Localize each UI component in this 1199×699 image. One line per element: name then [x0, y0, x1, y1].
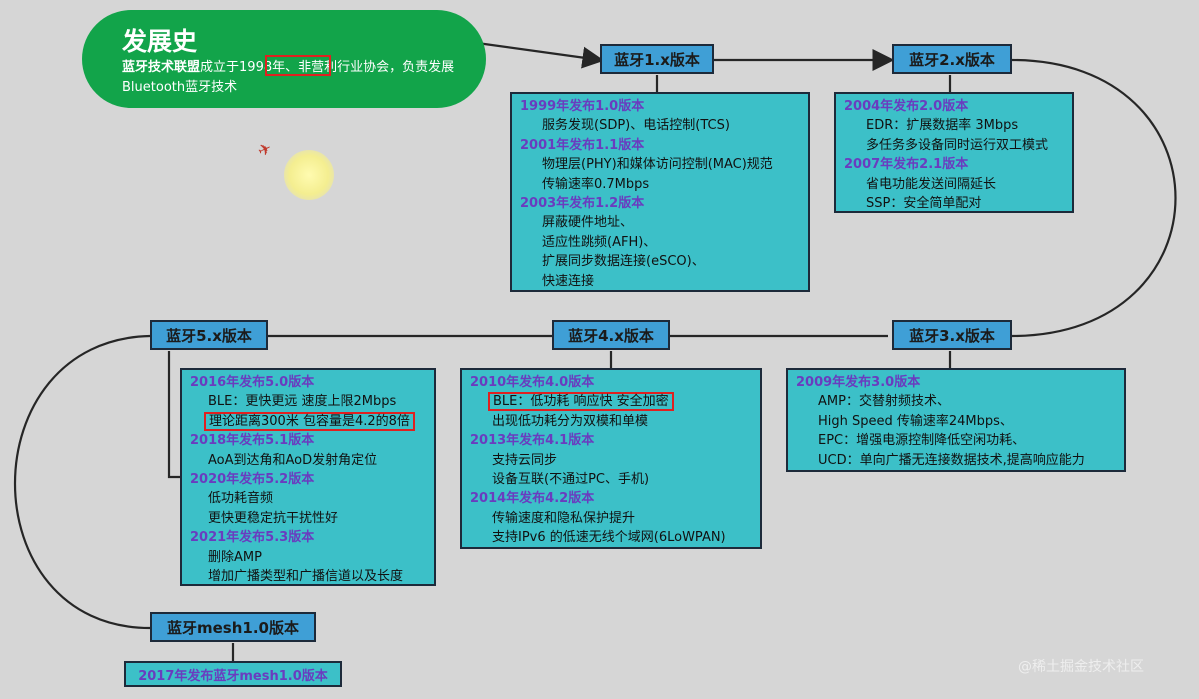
release-title: 2001年发布1.1版本 — [520, 137, 645, 153]
version-button-v2: 蓝牙2.x版本 — [892, 44, 1012, 74]
watermark: @稀土掘金技术社区 — [1018, 659, 1144, 675]
org-description: 、非营利行业协会，负责发展Bluetooth蓝牙技术 — [122, 60, 455, 95]
release-item: 低功耗音频 — [208, 491, 274, 507]
mesh-details: 2017年发布蓝牙mesh1.0版本 — [124, 661, 342, 687]
version-button-v1: 蓝牙1.x版本 — [600, 44, 714, 74]
release-item: 快速连接 — [542, 273, 595, 289]
plane-icon: ✈ — [254, 138, 275, 161]
release-item: 更快更稳定抗干扰性好 — [208, 510, 339, 526]
release-item: 物理层(PHY)和媒体访问控制(MAC)规范 — [542, 157, 773, 173]
history-banner: 发展史 蓝牙技术联盟成立于1998年、非营利行业协会，负责发展Bluetooth… — [82, 10, 486, 108]
release-item: 多任务多设备同时运行双工模式 — [866, 137, 1049, 153]
year-highlight — [265, 55, 331, 76]
release-item: 适应性跳频(AFH)、 — [542, 234, 657, 250]
release-item: 删除AMP — [208, 549, 262, 565]
release-item: BLE：低功耗 响应快 安全加密 — [470, 392, 756, 412]
release-item: EDR：扩展数据率 3Mbps — [866, 118, 1019, 134]
banner-description: 蓝牙技术联盟成立于1998年、非营利行业协会，负责发展Bluetooth蓝牙技术 — [122, 58, 472, 98]
release-item: 增加广播类型和广播信道以及长度 — [208, 569, 404, 585]
release-item: 传输速率0.7Mbps — [542, 176, 650, 192]
version-button-mesh: 蓝牙mesh1.0版本 — [150, 612, 316, 642]
release-item: 省电功能发送间隔延长 — [866, 176, 997, 192]
release-title: 2007年发布2.1版本 — [844, 157, 969, 173]
release-title: 2020年发布5.2版本 — [190, 472, 315, 488]
v1-details: 1999年发布1.0版本 服务发现(SDP)、电话控制(TCS) 2001年发布… — [510, 92, 810, 292]
version-button-v5: 蓝牙5.x版本 — [150, 320, 268, 350]
release-title: 2021年发布5.3版本 — [190, 530, 315, 546]
release-title: 2013年发布4.1版本 — [470, 433, 595, 449]
version-button-v3: 蓝牙3.x版本 — [892, 320, 1012, 350]
release-item: 扩展同步数据连接(eSCO)、 — [542, 254, 705, 270]
release-title: 2014年发布4.2版本 — [470, 491, 595, 507]
org-name: 蓝牙技术联盟 — [122, 60, 201, 75]
v4-details: 2010年发布4.0版本 BLE：低功耗 响应快 安全加密 出现低功耗分为双模和… — [460, 368, 762, 549]
v5-details: 2016年发布5.0版本 BLE：更快更远 速度上限2Mbps 理论距离300米… — [180, 368, 436, 586]
release-title: 2010年发布4.0版本 — [470, 375, 595, 390]
release-item: 出现低功耗分为双模和单模 — [492, 413, 649, 429]
connector-banner-to-v1 — [469, 40, 605, 69]
release-item: BLE：更快更远 速度上限2Mbps — [208, 394, 397, 410]
sun-decoration — [284, 150, 334, 200]
release-item: 服务发现(SDP)、电话控制(TCS) — [542, 118, 730, 134]
founded-text: 成立于 — [200, 60, 240, 75]
release-item: AoA到达角和AoD发射角定位 — [208, 452, 378, 468]
v2-details: 2004年发布2.0版本 EDR：扩展数据率 3Mbps 多任务多设备同时运行双… — [834, 92, 1074, 213]
release-item: 理论距离300米 包容量是4.2的8倍 — [190, 411, 430, 431]
release-title: 1999年发布1.0版本 — [520, 99, 645, 114]
release-title: 2016年发布5.0版本 — [190, 375, 315, 390]
highlighted-feature: 理论距离300米 包容量是4.2的8倍 — [204, 411, 415, 431]
release-item: UCD：单向广播无连接数据技术,提高响应能力 — [818, 452, 1085, 468]
highlighted-feature: BLE：低功耗 响应快 安全加密 — [488, 392, 674, 412]
banner-title: 发展史 — [122, 27, 198, 56]
release-item: 传输速度和隐私保护提升 — [492, 510, 636, 526]
release-item: 屏蔽硬件地址、 — [542, 215, 634, 231]
release-title: 2003年发布1.2版本 — [520, 196, 645, 212]
release-item: 支持IPv6 的低速无线个域网(6LoWPAN) — [492, 530, 726, 546]
release-title: 2018年发布5.1版本 — [190, 433, 315, 449]
release-item: High Speed 传输速率24Mbps、 — [818, 413, 1013, 429]
release-title: 2004年发布2.0版本 — [844, 99, 969, 114]
connector-v5-to-mesh-curve — [13, 334, 151, 630]
v3-details: 2009年发布3.0版本 AMP：交替射频技术、 High Speed 传输速率… — [786, 368, 1126, 472]
release-item: EPC：增强电源控制降低空闲功耗、 — [818, 433, 1026, 449]
release-item: AMP：交替射频技术、 — [818, 394, 950, 410]
release-item: SSP：安全简单配对 — [866, 196, 982, 212]
version-button-v4: 蓝牙4.x版本 — [552, 320, 670, 350]
release-title: 2009年发布3.0版本 — [796, 375, 921, 390]
release-item: 支持云同步 — [492, 452, 558, 468]
release-item: 设备互联(不通过PC、手机) — [492, 472, 650, 488]
founded-year: 1998年 — [239, 60, 286, 75]
